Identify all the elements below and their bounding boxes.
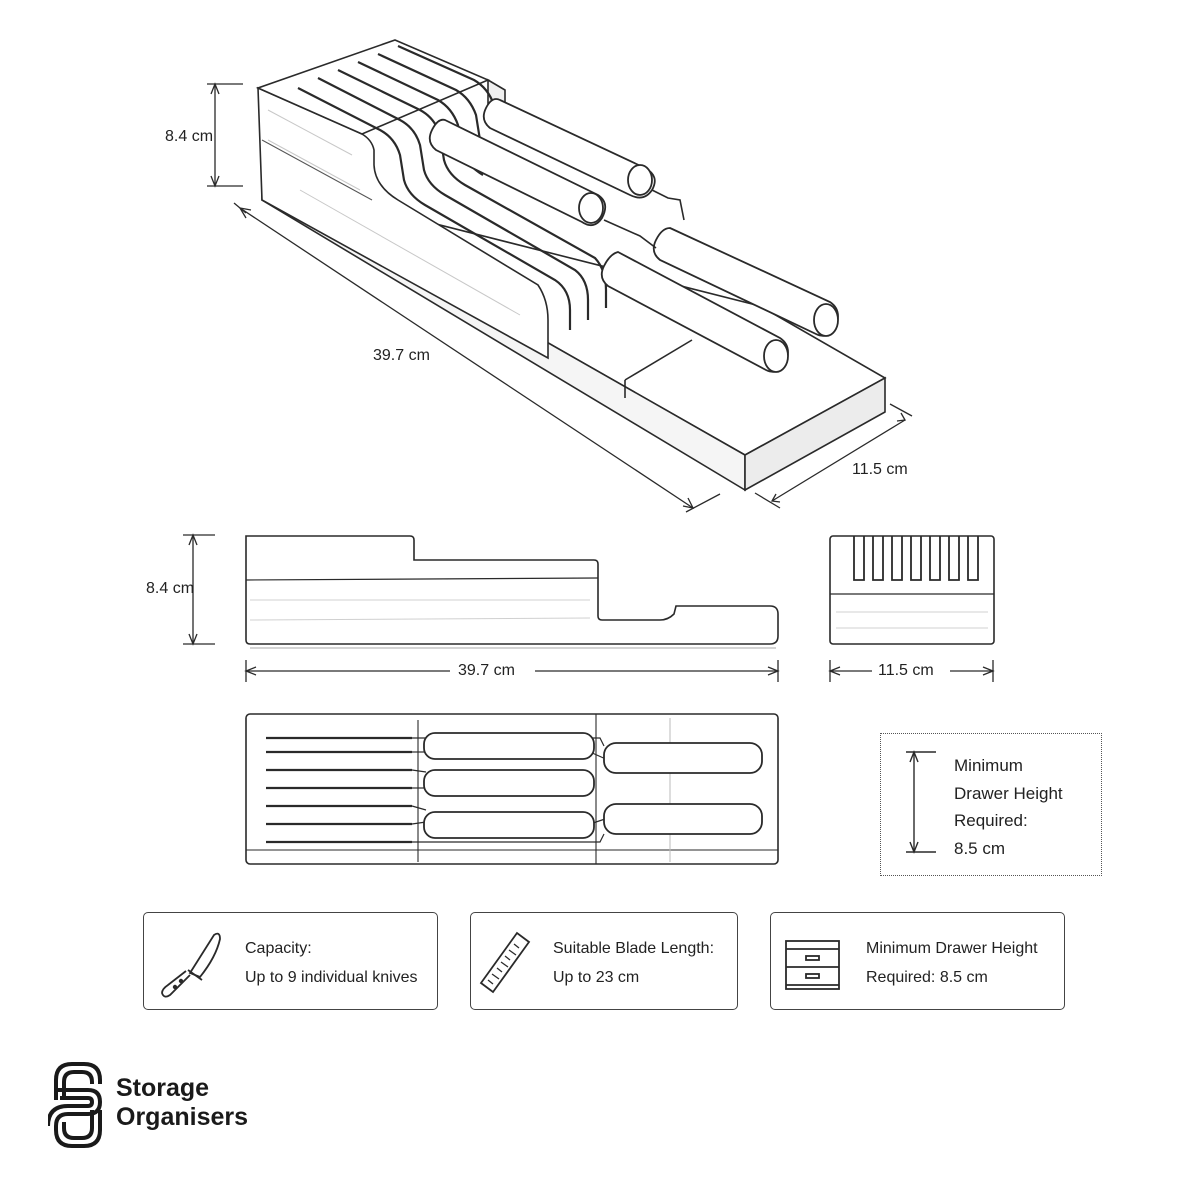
iso-dimension-lines — [207, 82, 913, 513]
drawer-height-arrow — [906, 750, 936, 854]
iso-knife-handles — [428, 98, 839, 373]
brand-logo-icon — [48, 1062, 103, 1148]
iso-guard-2 — [603, 219, 657, 249]
drawer-note-line-1: Minimum — [954, 756, 1023, 775]
side-seam — [245, 577, 599, 581]
capacity-value: Up to 9 individual knives — [245, 969, 418, 986]
iso-width-line — [771, 419, 906, 502]
capacity-title: Capacity: — [245, 940, 312, 957]
feature-card-blade-length: Suitable Blade Length: Up to 23 cm — [470, 912, 738, 1010]
drawer-note-line-2: Drawer Height — [954, 783, 1063, 803]
iso-length-label: 39.7 cm — [373, 347, 430, 364]
iso-block-front — [257, 86, 549, 360]
feature-card-drawer-height: Minimum Drawer Height Required: 8.5 cm — [770, 912, 1065, 1010]
top-view-handles — [423, 732, 763, 839]
drawer-height-value: Required: 8.5 cm — [866, 969, 988, 986]
top-view — [245, 713, 779, 865]
drawer-height-note: Minimum Drawer Height Required: 8.5 cm — [880, 733, 1102, 876]
side-height-label: 8.4 cm — [146, 580, 195, 597]
side-length-label: 39.7 cm — [458, 662, 515, 679]
side-dimension-lines — [183, 533, 780, 682]
blade-length-title: Suitable Blade Length: — [553, 940, 715, 957]
iso-guard-1 — [651, 189, 685, 221]
side-view — [245, 535, 779, 649]
product-line-drawing — [183, 39, 995, 865]
isometric-view — [255, 39, 887, 492]
iso-step-line — [624, 339, 693, 381]
knife-icon — [161, 932, 221, 998]
drawer-height-note-text: Minimum Drawer Height Required: 8.5 cm — [954, 752, 1063, 862]
front-view — [829, 535, 995, 645]
front-width-label: 11.5 cm — [878, 662, 934, 679]
drawer-note-line-3: Required: — [954, 811, 1028, 830]
front-dimension-lines — [828, 660, 995, 682]
iso-height-label: 8.4 cm — [165, 128, 214, 145]
brand-name-line-2: Organisers — [116, 1103, 249, 1131]
top-view-slots — [266, 736, 412, 844]
feature-card-capacity: Capacity: Up to 9 individual knives — [143, 912, 438, 1010]
iso-width-label: 11.5 cm — [852, 461, 908, 478]
iso-base-side — [744, 376, 886, 492]
blade-length-value: Up to 23 cm — [553, 969, 640, 986]
iso-length-line — [239, 207, 694, 509]
drawer-icon — [785, 940, 840, 990]
drawer-height-title: Minimum Drawer Height — [866, 940, 1038, 957]
brand-name-line-1: Storage — [116, 1074, 210, 1102]
ruler-icon — [479, 931, 531, 994]
brand-name: Storage Organisers — [116, 1074, 248, 1132]
side-profile — [245, 535, 779, 645]
drawer-note-line-4: 8.5 cm — [954, 838, 1006, 858]
